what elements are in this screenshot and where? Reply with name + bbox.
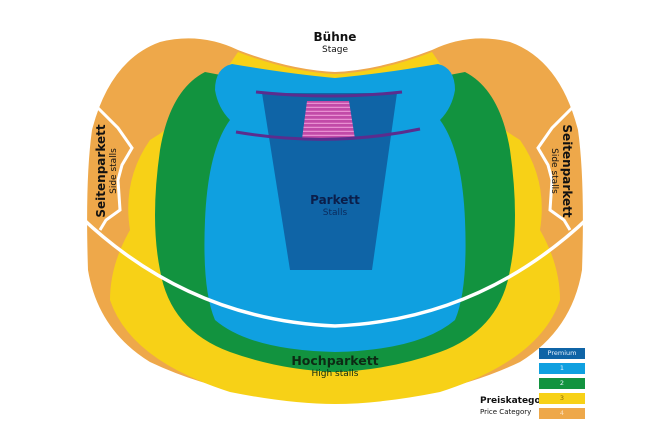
legend-category-2: 2 [539,378,585,389]
divider-line-rear [235,127,421,141]
side-stalls-left-title: Seitenparkett [94,124,108,218]
side-separator-left [80,90,134,231]
side-stalls-left-label: Seitenparkett Side stalls [94,116,120,226]
legend-category-1: 1 [539,363,585,374]
legend-title: Preiskategorie [480,396,555,406]
stalls-title: Parkett [310,193,360,207]
side-stalls-right-subtitle: Side stalls [549,148,559,194]
legend-category-4: 4 [539,408,585,419]
stalls-label: Parkett Stalls [285,193,385,219]
high-stalls-subtitle: High stalls [311,369,359,379]
side-separator-right [536,90,590,231]
stage-title: Bühne [313,30,357,44]
legend-subtitle: Price Category [480,408,532,416]
side-stalls-right-title: Seitenparkett [560,124,574,218]
stage-label: Bühne Stage [285,30,385,56]
stage-subtitle: Stage [321,45,348,55]
separator-curve [80,216,590,328]
stalls-subtitle: Stalls [322,208,348,218]
legend-title-block: Preiskategorie Price Category [480,396,554,417]
side-stalls-left-subtitle: Side stalls [109,148,119,194]
price-legend: Premium 1 2 3 4 [539,348,585,423]
legend-category-3: 3 [539,393,585,404]
side-stalls-right-label: Seitenparkett Side stalls [548,116,574,226]
high-stalls-label: Hochparkett High stalls [260,354,410,380]
legend-premium: Premium [539,348,585,359]
divider-line-front [255,90,403,98]
high-stalls-title: Hochparkett [291,353,379,368]
striped-section[interactable] [302,101,355,139]
